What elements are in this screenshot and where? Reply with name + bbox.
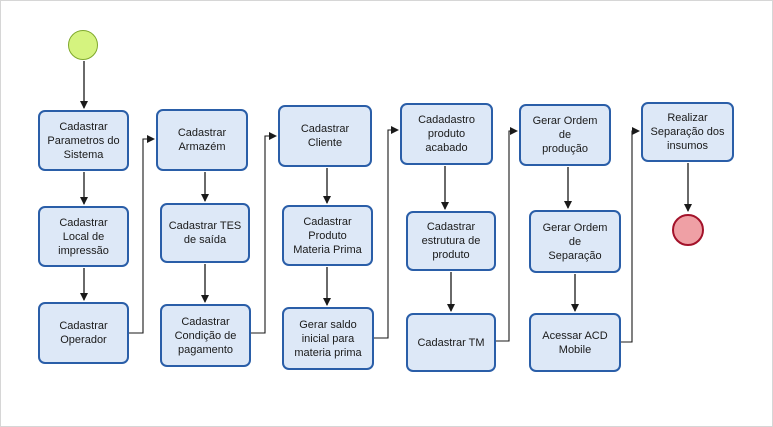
end-event (672, 214, 704, 246)
task-cadastrar-local-impressao[interactable]: Cadastrar Local de impressão (38, 206, 129, 267)
start-event (68, 30, 98, 60)
task-gerar-ordem-separacao[interactable]: Gerar Ordem de Separação (529, 210, 621, 273)
edge-n6-n7 (250, 132, 277, 334)
task-cadastrar-operador[interactable]: Cadastrar Operador (38, 302, 129, 364)
task-cadastrar-parametros[interactable]: Cadastrar Parametros do Sistema (38, 110, 129, 171)
task-realizar-separacao-insumos[interactable]: Realizar Separação dos insumos (641, 102, 734, 162)
edge-n9-n10 (374, 126, 399, 339)
task-cadastrar-condicao-pagamento[interactable]: Cadastrar Condição de pagamento (160, 304, 251, 367)
edge-n3-n4 (128, 135, 155, 334)
edge-n15-n16 (621, 127, 640, 343)
task-cadastrar-produto-materia-prima[interactable]: Cadastrar Produto Materia Prima (282, 205, 373, 266)
task-cadastrar-tm[interactable]: Cadastrar TM (406, 313, 496, 372)
task-cadastro-produto-acabado[interactable]: Cadadastro produto acabado (400, 103, 493, 165)
task-cadastrar-estrutura-produto[interactable]: Cadastrar estrutura de produto (406, 211, 496, 271)
task-cadastrar-cliente[interactable]: Cadastrar Cliente (278, 105, 372, 167)
task-cadastrar-tes-saida[interactable]: Cadastrar TES de saída (160, 203, 250, 263)
edge-n12-n13 (496, 127, 518, 342)
task-gerar-ordem-producao[interactable]: Gerar Ordem de produção (519, 104, 611, 166)
task-cadastrar-armazem[interactable]: Cadastrar Armazém (156, 109, 248, 171)
task-gerar-saldo-inicial[interactable]: Gerar saldo inicial para materia prima (282, 307, 374, 370)
task-acessar-acd-mobile[interactable]: Acessar ACD Mobile (529, 313, 621, 372)
